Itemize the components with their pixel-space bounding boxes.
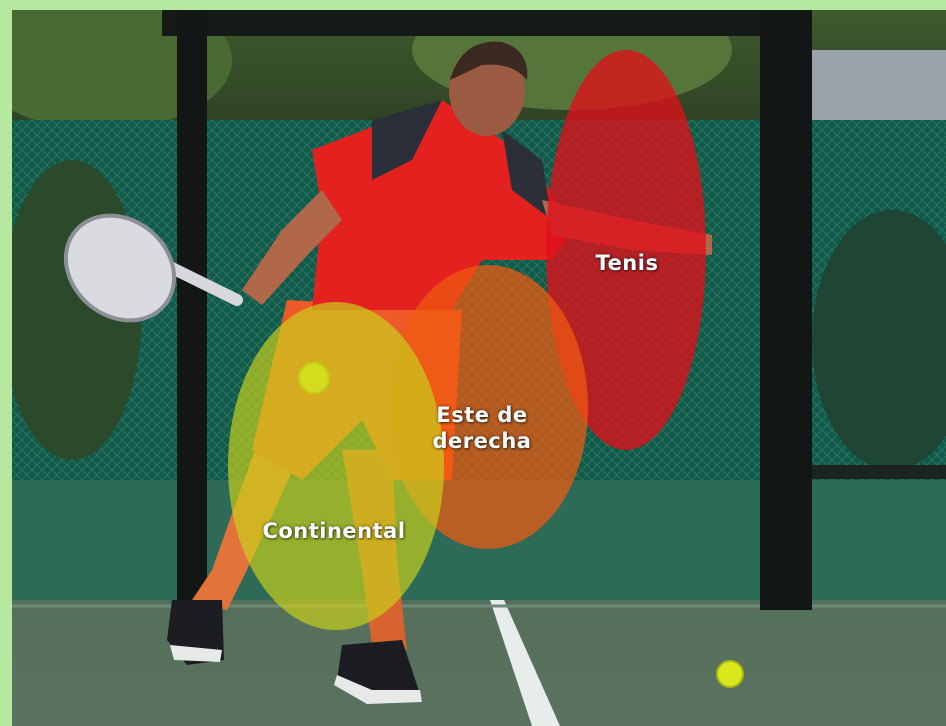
racket-head	[63, 213, 177, 323]
player-shoe-right-sole	[334, 675, 422, 704]
player-shoe-left-sole	[170, 645, 222, 662]
frame-post-left	[177, 10, 207, 610]
frame-bar-right	[812, 465, 946, 479]
photo-scene	[12, 10, 946, 726]
tree-foliage	[12, 10, 232, 130]
tennis-ball-floor	[716, 660, 744, 688]
padel-photo: Tenis Este de derecha Continental	[12, 10, 946, 726]
player-shirt-shoulder	[502, 130, 552, 220]
continental-label: Continental	[262, 519, 406, 543]
tenis-zone	[546, 50, 706, 450]
continental-zone	[228, 302, 444, 630]
racket-handle	[166, 262, 243, 306]
bush	[812, 210, 946, 470]
player-hair	[450, 41, 528, 80]
court-line	[490, 600, 560, 726]
frame-post-right	[760, 10, 812, 610]
building-wall	[812, 50, 946, 130]
tenis-label: Tenis	[595, 251, 659, 275]
frame-top-beam	[162, 10, 812, 36]
este-de-derecha-label: Este de derecha	[432, 403, 532, 453]
player-arm-racket	[242, 190, 342, 305]
player-shirt-shoulder	[372, 100, 442, 180]
